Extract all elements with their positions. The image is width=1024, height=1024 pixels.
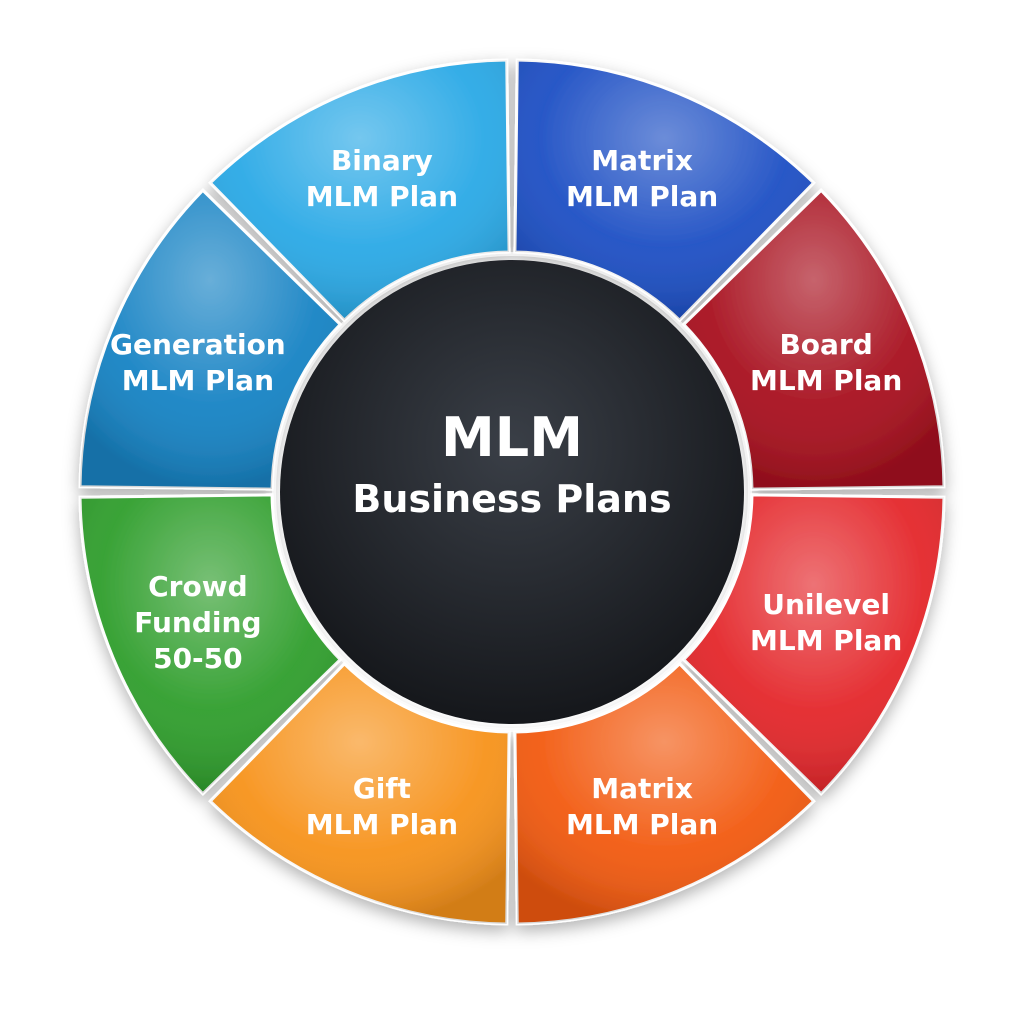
segment-gloss-binary xyxy=(210,60,510,321)
segment-label-unilevel-0: Unilevel xyxy=(762,588,890,621)
center-hub-rim xyxy=(272,252,752,732)
segment-label-crowd-1: Funding xyxy=(134,606,261,639)
segment-gloss-gift xyxy=(210,663,510,924)
segment-gloss-generation xyxy=(80,190,341,490)
segment-label-gift-1: MLM Plan xyxy=(306,808,458,841)
segment-label-generation-1: MLM Plan xyxy=(122,364,274,397)
segment-label-board-1: MLM Plan xyxy=(750,364,902,397)
segment-label-binary-1: MLM Plan xyxy=(306,180,458,213)
segment-label-matrix-top-1: MLM Plan xyxy=(566,180,718,213)
segment-label-crowd-2: 50-50 xyxy=(153,642,243,675)
segment-gloss-unilevel xyxy=(683,494,944,794)
segment-label-unilevel-1: MLM Plan xyxy=(750,624,902,657)
segment-gloss-board xyxy=(683,190,944,490)
segment-gloss-matrix-top xyxy=(514,60,814,321)
segment-label-matrix-bottom-1: MLM Plan xyxy=(566,808,718,841)
center-hub-disc xyxy=(280,260,744,724)
segment-label-matrix-top-0: Matrix xyxy=(591,144,693,177)
segment-label-generation-0: Generation xyxy=(110,328,286,361)
center-subtitle: Business Plans xyxy=(352,477,671,521)
segment-label-gift-0: Gift xyxy=(353,772,411,805)
segment-label-binary-0: Binary xyxy=(331,144,433,177)
segment-label-board-0: Board xyxy=(779,328,872,361)
segment-label-matrix-bottom-0: Matrix xyxy=(591,772,693,805)
segment-label-crowd-0: Crowd xyxy=(148,570,248,603)
center-title: MLM xyxy=(441,406,583,469)
segment-gloss-crowd xyxy=(80,494,341,794)
center-hub: MLM Business Plans xyxy=(272,252,752,732)
segment-gloss-matrix-bottom xyxy=(514,663,814,924)
